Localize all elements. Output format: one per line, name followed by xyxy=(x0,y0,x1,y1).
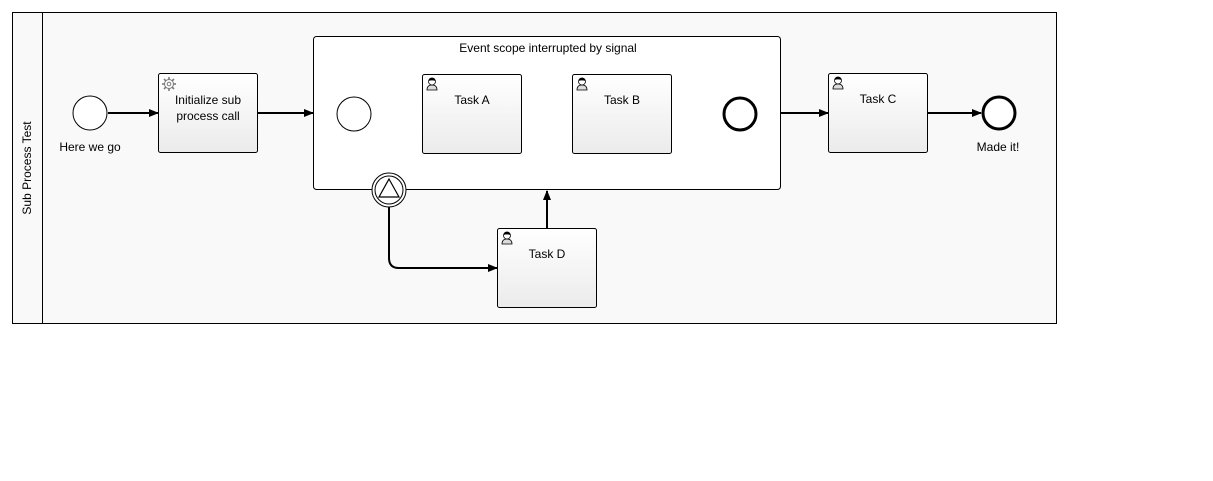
lane-label: Sub Process Test xyxy=(20,121,34,215)
subprocess-title: Event scope interrupted by signal xyxy=(459,41,636,55)
task-d-label: Task D xyxy=(529,247,566,261)
end-event-label: Made it! xyxy=(977,140,1020,154)
start-event-label: Here we go xyxy=(59,140,121,154)
signal-triangle-icon xyxy=(377,177,401,198)
task-d[interactable] xyxy=(497,228,597,308)
user-icon xyxy=(576,77,588,91)
task-c[interactable] xyxy=(828,73,928,153)
inner-end-event[interactable] xyxy=(722,96,758,132)
task-b[interactable] xyxy=(572,74,672,154)
flow-boundary-to-task-d[interactable] xyxy=(388,207,498,272)
end-event[interactable] xyxy=(981,95,1017,131)
task-a-label: Task A xyxy=(454,93,489,107)
task-initialize-label-line2: process call xyxy=(176,109,239,123)
inner-start-event[interactable] xyxy=(336,96,372,132)
task-initialize[interactable] xyxy=(158,73,258,153)
user-icon xyxy=(832,76,844,90)
gear-icon xyxy=(162,77,176,91)
task-a[interactable] xyxy=(422,74,522,154)
user-icon xyxy=(501,231,513,245)
task-c-label: Task C xyxy=(860,92,897,106)
subprocess[interactable] xyxy=(313,36,781,190)
task-initialize-label-line1: Initialize sub xyxy=(175,93,241,107)
user-icon xyxy=(426,77,438,91)
task-b-label: Task B xyxy=(604,93,640,107)
start-event[interactable] xyxy=(72,95,108,131)
